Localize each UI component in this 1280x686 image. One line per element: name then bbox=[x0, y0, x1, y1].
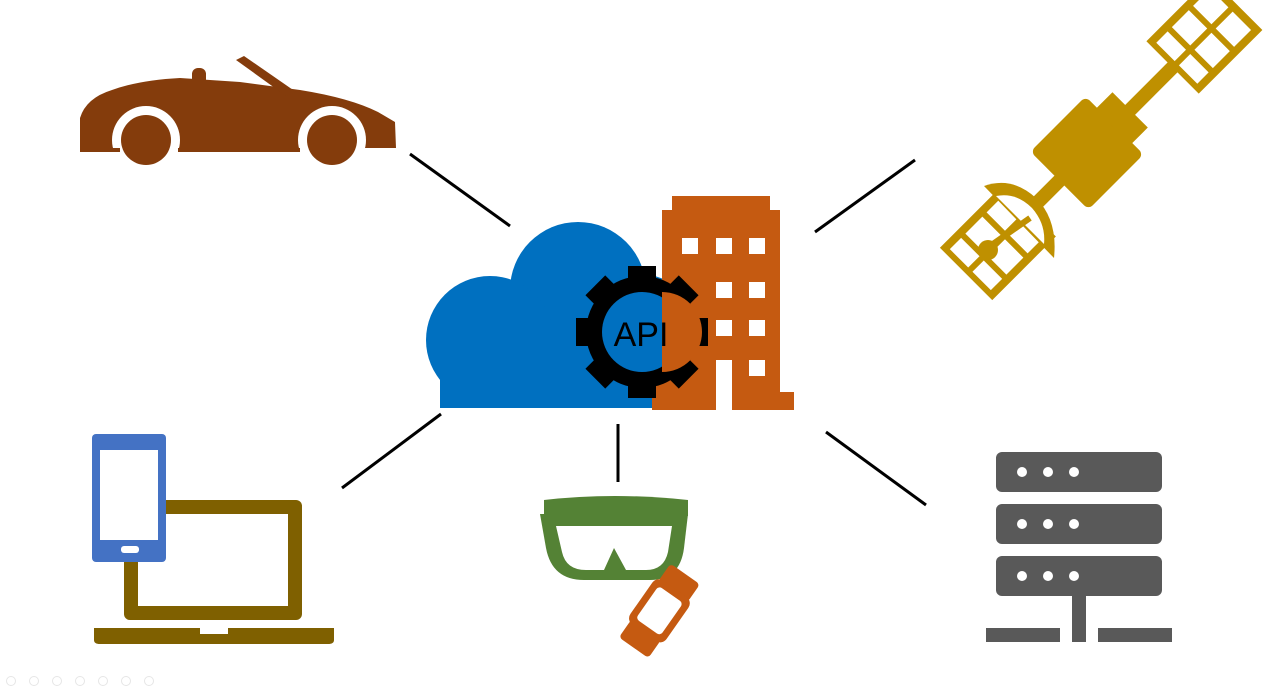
progress-dot bbox=[6, 676, 16, 686]
phone-laptop-icon bbox=[92, 434, 334, 644]
server-rack-icon bbox=[986, 452, 1172, 642]
car-icon bbox=[80, 56, 396, 174]
slide-progress-dots bbox=[6, 676, 154, 686]
connector-car bbox=[409, 152, 511, 228]
central-hub: API bbox=[426, 196, 794, 410]
connector-server bbox=[825, 430, 927, 507]
progress-dot bbox=[144, 676, 154, 686]
connector-devices bbox=[341, 412, 442, 490]
progress-dot bbox=[29, 676, 39, 686]
progress-dot bbox=[121, 676, 131, 686]
api-label: API bbox=[614, 316, 669, 354]
progress-dot bbox=[52, 676, 62, 686]
progress-dot bbox=[98, 676, 108, 686]
connectors bbox=[341, 152, 927, 507]
headset-watch-icon bbox=[540, 496, 699, 657]
progress-dot bbox=[75, 676, 85, 686]
satellite-icon bbox=[939, 0, 1263, 301]
gear-icon: API bbox=[576, 266, 708, 398]
connector-satellite bbox=[814, 158, 916, 234]
